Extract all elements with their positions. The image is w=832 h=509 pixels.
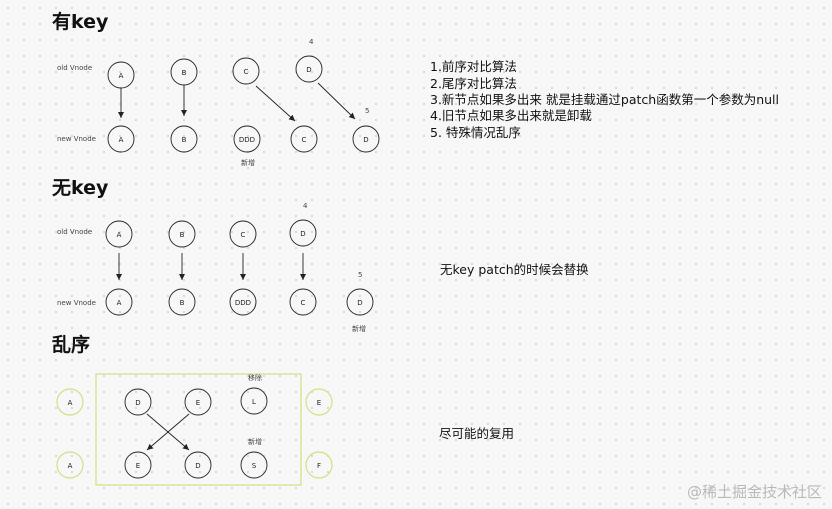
added-label: 新增	[352, 324, 366, 333]
old-node-b: B	[170, 58, 198, 86]
top-node-l: L	[240, 387, 268, 415]
new-vnode-label: new Vnode	[57, 135, 96, 143]
old-node-c: C	[232, 57, 260, 85]
node-label: A	[68, 462, 73, 470]
node-label: E	[196, 399, 200, 407]
node-label: DDD	[239, 136, 255, 144]
node-label: B	[182, 136, 187, 144]
old-node-a: A	[107, 61, 135, 89]
new-node-c: C	[289, 288, 317, 316]
keyed-notes: 1.前序对比算法 2.尾序对比算法 3.新节点如果多出来 就是挂载通过patch…	[430, 59, 779, 140]
node-label: C	[244, 68, 249, 76]
new-node-b: B	[168, 288, 196, 316]
node-label: C	[301, 299, 306, 307]
node-label: A	[68, 399, 73, 407]
old-node-b: B	[168, 220, 196, 248]
node-label: L	[252, 398, 256, 406]
old-node-c: C	[229, 220, 257, 248]
top-node-e: E	[184, 388, 212, 416]
new-node-a: A	[107, 125, 135, 153]
node-label: D	[306, 66, 311, 74]
note-line: 2.尾序对比算法	[430, 76, 517, 91]
node-label: D	[300, 230, 305, 238]
reuse-box	[95, 373, 302, 486]
index-label-new: 5	[358, 271, 362, 279]
node-label: A	[117, 231, 122, 239]
note-line: 3.新节点如果多出来 就是挂载通过patch函数第一个参数为null	[430, 92, 779, 107]
node-label: B	[182, 69, 187, 77]
new-node-d: D	[346, 288, 374, 316]
node-label: D	[357, 299, 362, 307]
node-label: D	[195, 462, 200, 470]
new-node-d: D	[352, 125, 380, 153]
new-node-a: A	[105, 288, 133, 316]
old-node-d: D	[295, 55, 323, 83]
new-node-b: B	[170, 125, 198, 153]
node-label: D	[135, 399, 140, 407]
node-label: F	[317, 462, 321, 470]
left-node-top: A	[56, 388, 84, 416]
right-node-top: E	[305, 388, 333, 416]
add-label: 新增	[248, 437, 262, 446]
bottom-node-d: D	[184, 451, 212, 479]
node-label: B	[180, 231, 185, 239]
unkeyed-note: 无key patch的时候会替换	[440, 262, 589, 277]
note-line: 4.旧节点如果多出来就是卸载	[430, 108, 592, 123]
node-label: C	[241, 231, 246, 239]
arrow-c	[255, 85, 296, 122]
node-label: S	[252, 462, 257, 470]
arrow-e-cross	[146, 413, 190, 451]
bottom-node-e: E	[124, 451, 152, 479]
node-label: E	[136, 462, 140, 470]
added-label: 新增	[241, 158, 255, 167]
old-vnode-label: old Vnode	[57, 64, 92, 72]
index-label-old: 4	[309, 38, 314, 46]
heading-disorder: 乱序	[52, 333, 90, 356]
bottom-node-s: S	[240, 451, 268, 479]
node-label: B	[180, 299, 185, 307]
new-vnode-label: new Vnode	[57, 299, 96, 307]
index-label-new: 5	[365, 107, 369, 115]
arrow-d	[317, 82, 356, 120]
note-line: 5. 特殊情况乱序	[430, 125, 521, 140]
right-node-bottom: F	[305, 451, 333, 479]
node-label: A	[119, 136, 124, 144]
node-label: C	[302, 136, 307, 144]
watermark: @稀土掘金技术社区	[687, 483, 822, 501]
disorder-note: 尽可能的复用	[439, 426, 514, 441]
heading-with-key: 有key	[52, 10, 109, 33]
new-node-ddd: DDD	[233, 125, 261, 153]
node-label: A	[117, 299, 122, 307]
new-node-ddd: DDD	[229, 288, 257, 316]
top-node-d: D	[124, 388, 152, 416]
node-label: A	[119, 72, 124, 80]
move-label: 移除	[248, 373, 262, 382]
index-label-old: 4	[303, 202, 308, 210]
node-label: DDD	[235, 299, 251, 307]
left-node-bottom: A	[56, 451, 84, 479]
old-vnode-label: old Vnode	[57, 228, 92, 236]
new-node-c: C	[290, 125, 318, 153]
note-line: 1.前序对比算法	[430, 59, 517, 74]
old-node-a: A	[105, 220, 133, 248]
old-node-d: D	[289, 219, 317, 247]
heading-without-key: 无key	[52, 177, 109, 199]
node-label: D	[363, 136, 368, 144]
node-label: E	[317, 399, 321, 407]
